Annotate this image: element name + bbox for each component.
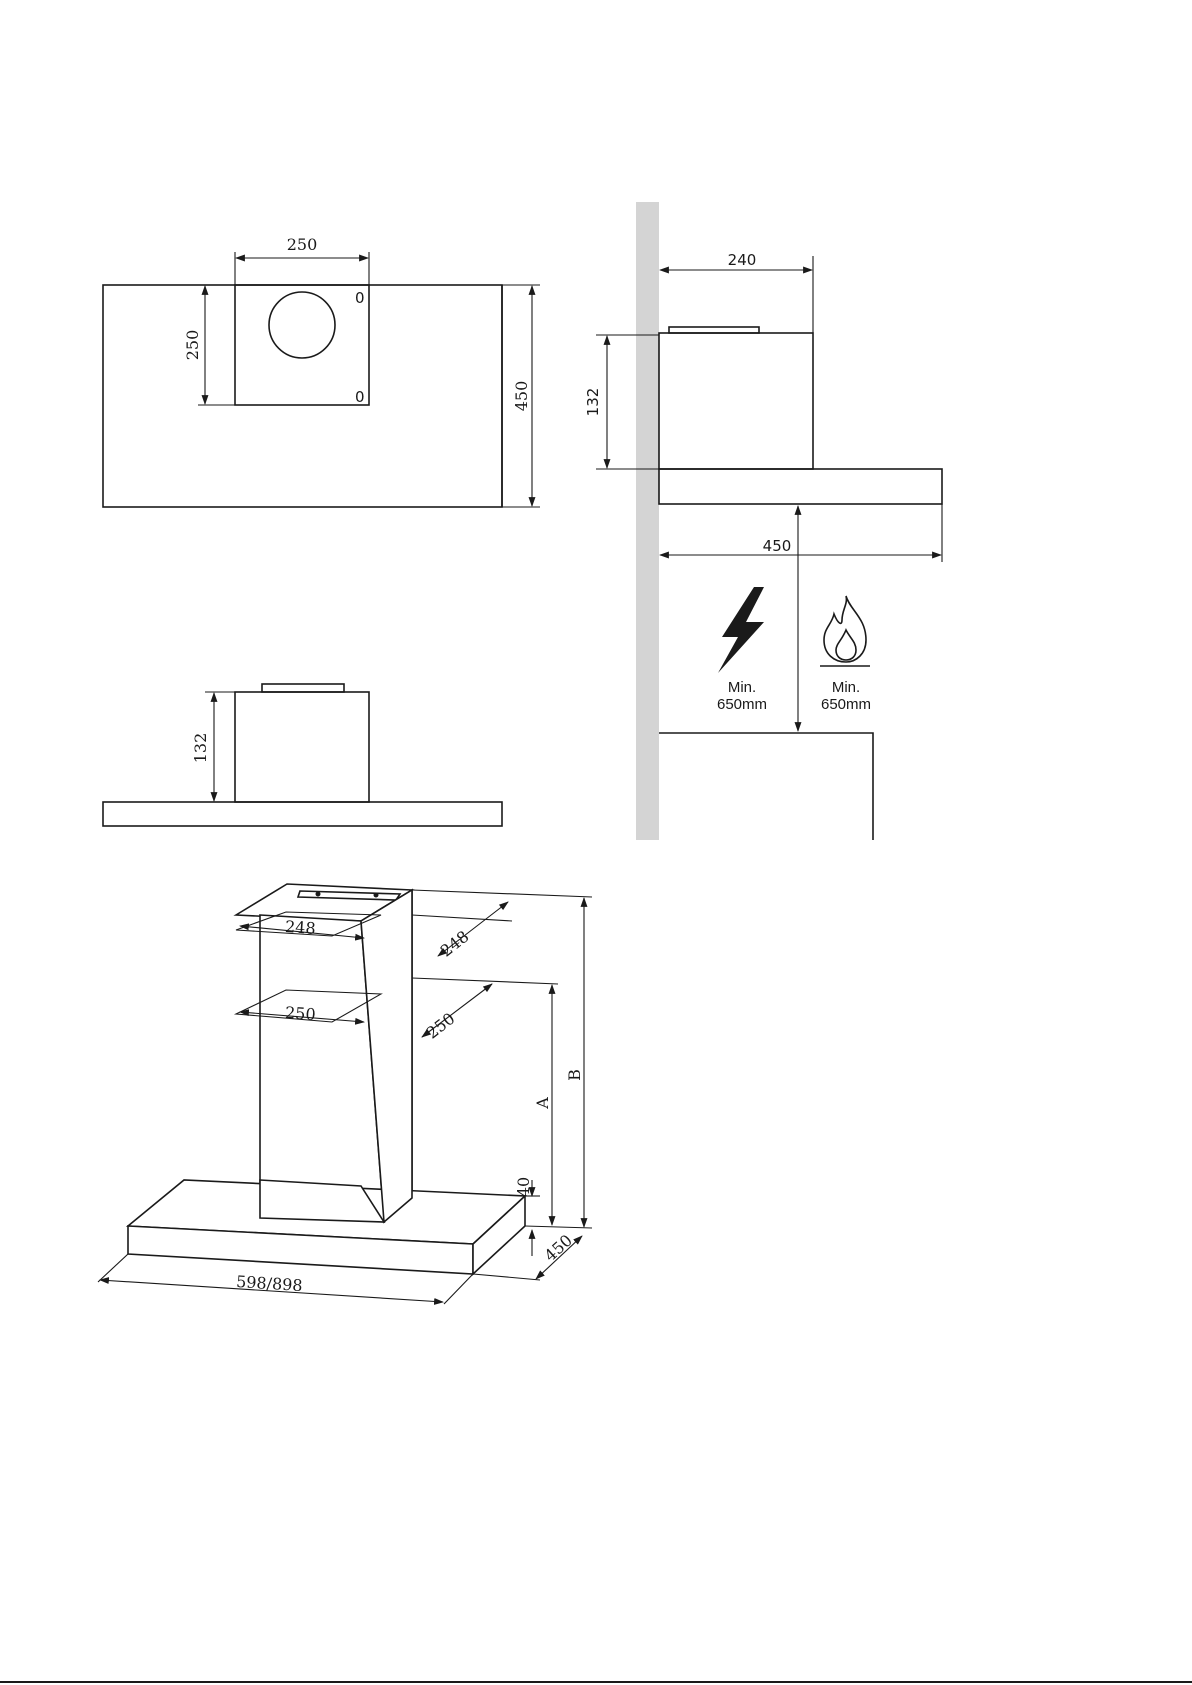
electric-min-label: Min. (728, 679, 756, 696)
hole-mark-top: 0 (355, 289, 365, 307)
top-vent-screw (316, 892, 321, 897)
dim-canopy-width: 598/898 (236, 1272, 304, 1295)
electric-min-value: 650mm (717, 696, 767, 713)
dim-ext-line (444, 1274, 473, 1304)
wall (636, 202, 659, 840)
gas-min-value: 650mm (821, 696, 871, 713)
dim-lower-width: 250 (284, 1003, 316, 1024)
canopy-outline-top (103, 285, 502, 507)
dim-height-a: A (533, 1097, 552, 1110)
dim-ext-line (525, 1226, 592, 1228)
top-view: 0 0 250 250 450 (103, 235, 540, 507)
dim-depth: 450 (512, 381, 531, 412)
lightning-icon (718, 587, 764, 673)
dim-ext-line (412, 978, 558, 984)
hole-mark-bottom: 0 (355, 388, 365, 406)
canopy-side (659, 469, 942, 504)
top-vent-screw (374, 893, 379, 898)
front-view: 132 (103, 684, 502, 826)
gas-min-label: Min. (832, 679, 860, 696)
isometric-view: 248 248 250 250 B A 40 450 598/898 (98, 884, 592, 1304)
dim-ext-line (412, 890, 592, 897)
canopy-front (103, 802, 502, 826)
dim-canopy-thickness: 40 (514, 1177, 533, 1197)
duct-hole (269, 292, 335, 358)
side-view: 240 132 450 Min. 650mm Min. 650mm (584, 202, 942, 840)
dim-chimney-depth: 240 (728, 251, 757, 269)
chimney-cutout (235, 285, 369, 405)
dim-cutout-height: 250 (183, 330, 202, 361)
chimney-front (235, 692, 369, 802)
dim-canopy-depth-side: 450 (763, 537, 792, 555)
dim-canopy-depth-iso: 450 (541, 1231, 576, 1266)
side-motor-cap (669, 327, 759, 333)
worktop (659, 733, 873, 840)
dim-cutout-width: 250 (287, 235, 318, 254)
motor-cap (262, 684, 344, 692)
dim-ext-line (473, 1274, 540, 1280)
dim-ext-line (98, 1254, 128, 1282)
dim-upper-width: 248 (284, 917, 316, 938)
chimney-side (659, 333, 813, 469)
dim-ext-line (412, 915, 512, 921)
dim-chimney-height-front: 132 (191, 733, 210, 764)
flame-icon (820, 596, 870, 666)
dim-chimney-height-side: 132 (584, 388, 602, 417)
dim-height-b: B (565, 1069, 584, 1081)
dim-upper-depth: 248 (437, 927, 473, 961)
